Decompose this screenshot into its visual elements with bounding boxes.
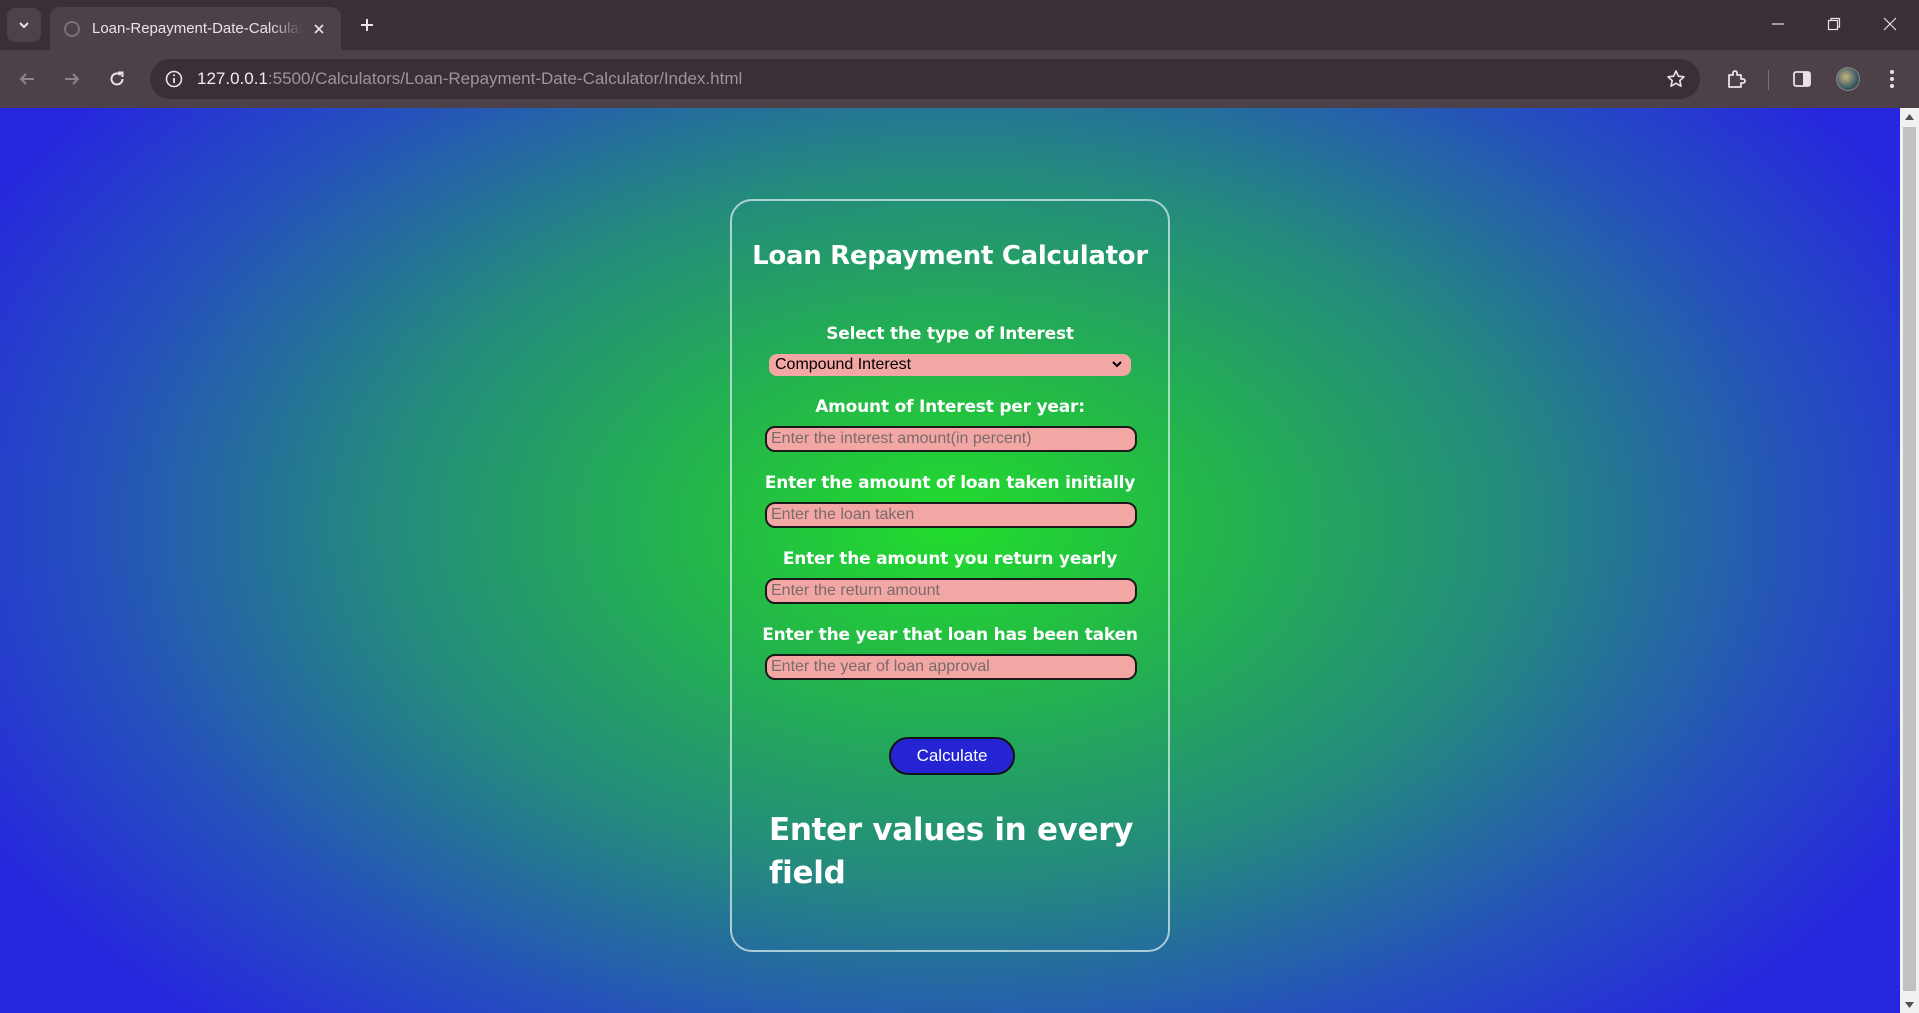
return-amount-input[interactable] <box>765 578 1137 604</box>
site-info-icon[interactable] <box>160 65 188 93</box>
minimize-icon <box>1772 23 1784 25</box>
scroll-up-arrow-icon[interactable] <box>1900 108 1919 125</box>
minimize-button[interactable] <box>1750 0 1806 48</box>
vertical-scrollbar[interactable] <box>1900 108 1919 1013</box>
loan-year-label: Enter the year that loan has been taken <box>762 625 1138 645</box>
chevron-down-icon <box>1109 356 1125 372</box>
tab-close-button[interactable] <box>309 19 329 39</box>
new-tab-button[interactable] <box>351 9 383 41</box>
tab-title: Loan-Repayment-Date-Calculator <box>92 20 302 37</box>
return-amount-label: Enter the amount you return yearly <box>782 549 1118 569</box>
side-panel-button[interactable] <box>1786 63 1818 95</box>
address-bar[interactable]: 127.0.0.1:5500/Calculators/Loan-Repaymen… <box>150 59 1700 99</box>
reload-button[interactable] <box>99 61 135 97</box>
interest-type-label: Select the type of Interest <box>826 324 1074 344</box>
back-button[interactable] <box>9 61 45 97</box>
toolbar-divider <box>1768 70 1769 90</box>
globe-icon <box>64 20 80 37</box>
interest-type-select[interactable]: Compound Interest <box>769 354 1131 376</box>
reload-icon <box>110 71 124 86</box>
menu-button[interactable] <box>1878 63 1906 95</box>
calculate-button[interactable]: Calculate <box>889 737 1015 775</box>
plus-icon <box>361 19 373 31</box>
browser-toolbar: 127.0.0.1:5500/Calculators/Loan-Repaymen… <box>0 50 1919 108</box>
calculator-card: Loan Repayment Calculator Select the typ… <box>730 199 1170 952</box>
close-icon <box>314 24 324 34</box>
restore-button[interactable] <box>1806 0 1862 48</box>
extensions-button[interactable] <box>1720 63 1752 95</box>
extensions-icon <box>1728 70 1746 88</box>
browser-tab[interactable]: Loan-Repayment-Date-Calculator <box>50 7 341 50</box>
scrollbar-thumb[interactable] <box>1903 127 1916 991</box>
kebab-menu-icon <box>1890 70 1894 88</box>
forward-arrow-icon <box>65 73 80 85</box>
close-window-button[interactable] <box>1862 0 1918 48</box>
interest-rate-label: Amount of Interest per year: <box>815 397 1085 417</box>
profile-button[interactable] <box>1832 63 1864 95</box>
loan-amount-label: Enter the amount of loan taken initially <box>764 473 1136 493</box>
interest-type-value: Compound Interest <box>775 356 912 373</box>
loan-year-input[interactable] <box>765 654 1137 680</box>
url-text: 127.0.0.1:5500/Calculators/Loan-Repaymen… <box>197 69 743 88</box>
interest-rate-input[interactable] <box>765 426 1137 452</box>
restore-icon <box>1827 17 1841 31</box>
tab-search-button[interactable] <box>7 8 41 42</box>
scroll-down-arrow-icon[interactable] <box>1900 996 1919 1013</box>
forward-button[interactable] <box>54 61 90 97</box>
profile-avatar <box>1836 67 1860 91</box>
back-arrow-icon <box>19 73 34 85</box>
result-message: Enter values in every field <box>769 812 1134 891</box>
tab-strip: Loan-Repayment-Date-Calculator <box>0 0 1919 50</box>
loan-amount-input[interactable] <box>765 502 1137 528</box>
side-panel-icon <box>1793 71 1811 87</box>
star-icon[interactable] <box>1664 67 1688 91</box>
close-window-icon <box>1883 17 1897 31</box>
tab-search-icon <box>19 22 29 29</box>
page-title: Loan Repayment Calculator <box>752 241 1148 271</box>
page-viewport: Loan Repayment Calculator Select the typ… <box>0 108 1900 1013</box>
